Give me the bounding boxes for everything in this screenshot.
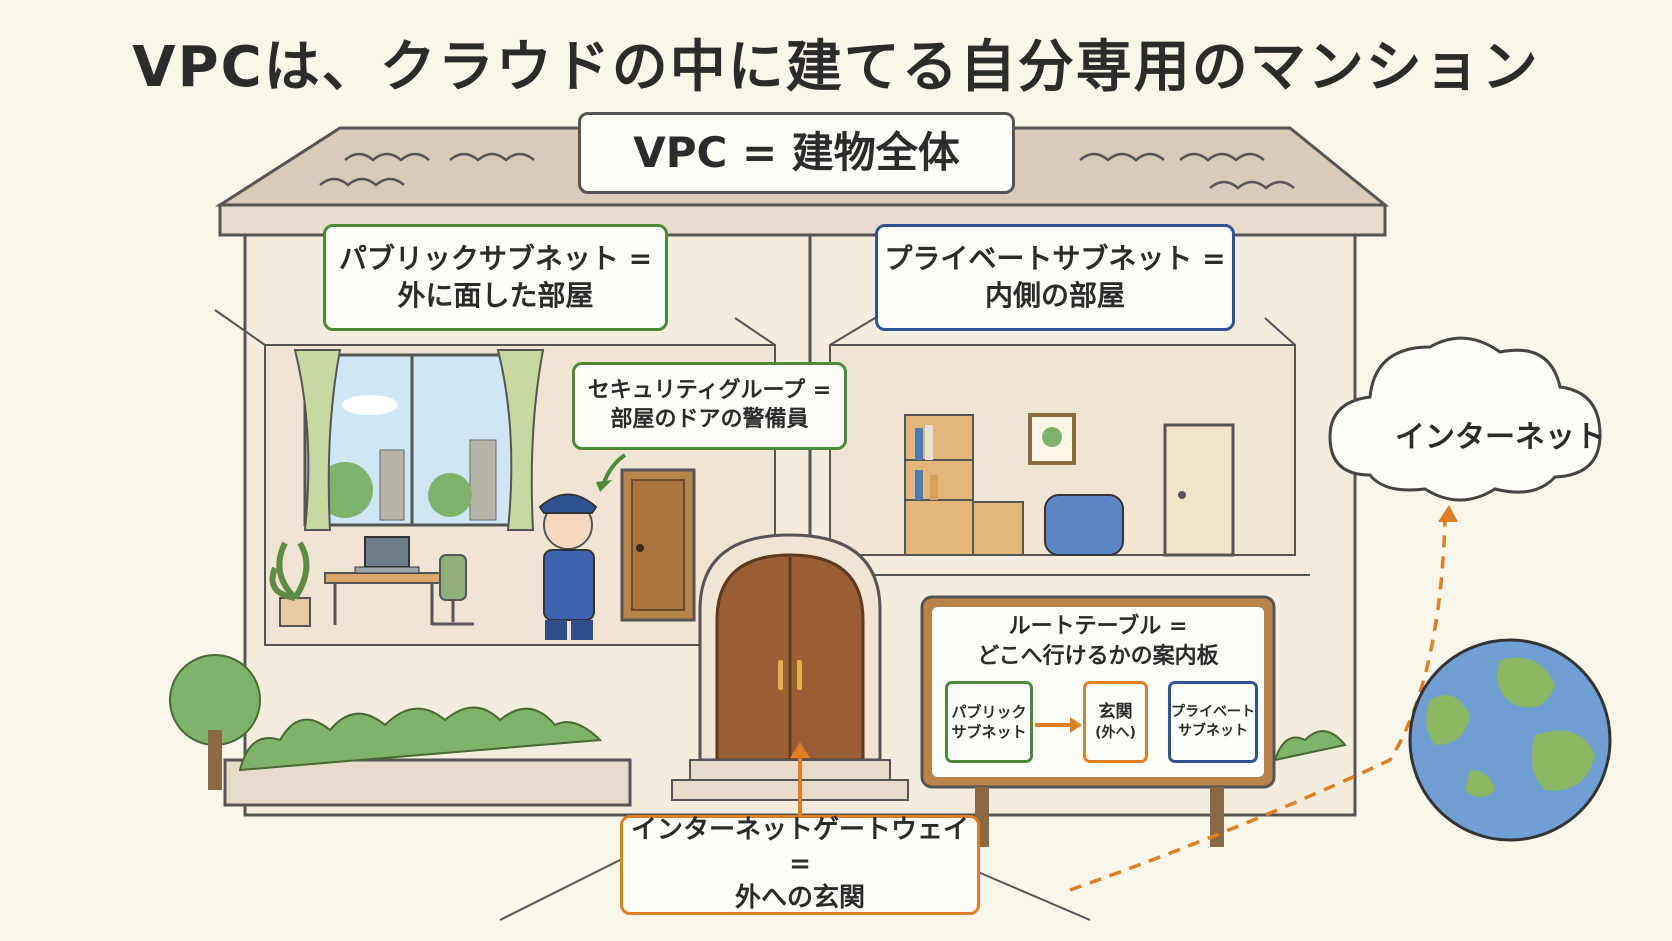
public-subnet-line1: パブリックサブネット = [338,242,653,276]
route-box-gateway: 玄関 (外へ) [1083,681,1148,763]
private-subnet-label: プライベートサブネット = 内側の部屋 [875,224,1235,331]
public-subnet-label: パブリックサブネット = 外に面した部屋 [323,224,668,331]
private-subnet-line2: 内側の部屋 [984,278,1125,312]
route-table-heading: ルートテーブル = どこへ行けるかの案内板 [932,612,1264,671]
cloud [1328,336,1602,502]
route-table-line2: どこへ行けるかの案内板 [977,643,1219,669]
vpc-label: VPC = 建物全体 [578,112,1015,194]
route-box-private-line2: サブネット [1178,723,1248,739]
security-group-line2: 部屋のドアの警備員 [610,407,809,432]
page-title: VPCは、クラウドの中に建てる自分専用のマンション [132,35,1540,100]
vpc-label-text: VPC = 建物全体 [633,127,960,177]
public-subnet-line2: 外に面した部屋 [397,278,594,312]
route-box-public-line2: サブネット [951,723,1027,741]
private-door [1163,423,1235,557]
route-box-private: プライベート サブネット [1168,681,1258,763]
internet-gateway-label: インターネットゲートウェイ = 外への玄関 [620,815,980,915]
route-table-line1: ルートテーブル = [1008,614,1188,639]
private-subnet-line1: プライベートサブネット = [884,242,1226,276]
security-group-line1: セキュリティグループ = [587,378,832,404]
internet-gateway-line1: インターネットゲートウェイ = [630,815,969,880]
security-group-label: セキュリティグループ = 部屋のドアの警備員 [572,362,847,450]
route-box-private-line1: プライベート [1171,704,1255,721]
internet-gateway-line2: 外への玄関 [734,882,865,913]
internet-label: インターネット [1395,420,1605,455]
route-box-public-line1: パブリック [951,702,1027,721]
route-box-gateway-line2: (外へ) [1095,725,1136,742]
route-box-public: パブリック サブネット [945,681,1033,763]
route-box-gateway-line1: 玄関 [1098,702,1133,723]
